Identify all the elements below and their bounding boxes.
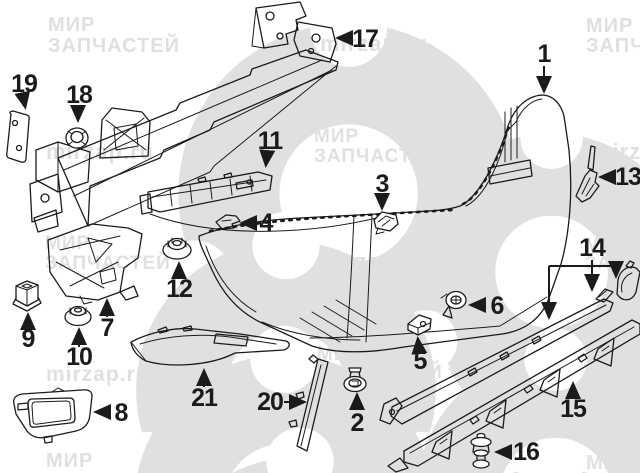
watermark-brand-text: МИР [46,450,93,472]
callout-17-label: 17 [352,25,378,53]
part-3-bracket [373,211,399,235]
callout-18: 18 [66,81,94,123]
callout-21: 21 [191,368,219,412]
callout-7: 7 [99,298,115,342]
part-8-trim-bezel [13,387,93,444]
watermark-site-text: mirzap.ru [46,363,150,386]
callout-5-arrow [411,336,428,355]
callout-14: 14 [541,234,624,320]
watermark-brand-text: МИР [586,452,633,473]
callout-21-label: 21 [191,384,218,412]
callout-19-label: 19 [11,70,37,98]
part-9-grommet [12,280,42,312]
callout-4-label: 4 [260,209,274,237]
callout-18-label: 18 [66,81,93,109]
callout-12-label: 12 [166,275,192,303]
callout-19-arrow [14,90,31,110]
callout-2-label: 2 [351,409,364,437]
callout-20-label: 20 [257,388,283,416]
part-5-sensor [407,314,432,336]
watermark-brand-text: МИР [585,235,628,255]
callout-5-label: 5 [414,347,428,375]
watermark-site-text: mirzap.ru [318,249,426,274]
watermark-brand-text: ЗАПЧАСТЕЙ [48,33,180,57]
watermark-brand-text: МИР [48,14,95,36]
part-2-clip [343,367,367,393]
watermark-site-text: mirzap.ru [592,139,640,164]
callout-9-label: 9 [22,325,35,353]
callout-3-label: 3 [376,170,389,198]
callout-14-bracket [548,260,617,316]
callout-12: 12 [166,261,193,303]
callout-4: 4 [239,209,275,237]
callout-15: 15 [560,381,588,423]
watermark-brand-text: ЗАПЧАСТЕЙ [586,33,640,57]
part-1-bumper-cover [198,94,572,353]
part-15-diffuser [387,319,640,473]
part-16-push-pin [470,432,492,469]
callout-19: 19 [11,70,38,110]
callout-2: 2 [349,392,365,437]
callout-1-label: 1 [538,40,552,68]
callout-5: 5 [411,336,429,375]
part-12-nut [162,237,192,260]
callout-layer: 1 2 3 4 5 6 7 8 [11,25,640,466]
callout-16-label: 16 [513,438,539,466]
part-17-impact-bar [29,1,339,233]
callout-16: 16 [494,438,540,466]
watermark-brand-text: МИР [586,15,633,37]
callout-11-arrow [259,149,276,168]
callout-20: 20 [257,388,307,416]
callout-17: 17 [335,25,379,53]
part-19-plate [6,110,30,163]
part-7-side-bracket [47,223,143,305]
callout-11: 11 [258,127,284,168]
part-6-push-pin [440,290,467,319]
watermark-brand-text: ЗАПЧАСТЕЙ [314,145,440,167]
watermark-brand-text: МИР [45,233,90,254]
callout-10: 10 [66,327,93,371]
callout-8-label: 8 [115,399,129,427]
callout-13: 13 [598,163,640,191]
callout-13-label: 13 [615,163,640,191]
callout-6: 6 [468,292,505,320]
watermark-brand-text: МИР [314,126,359,147]
part-13-guide-bracket [575,145,600,203]
callout-11-label: 11 [258,127,284,155]
callout-9: 9 [20,312,36,353]
callout-7-label: 7 [101,314,114,342]
watermark-layer: МИР ЗАПЧАСТЕЙ МИР ЗАПЧАСТЕЙ mirzap.ru mi… [45,0,640,473]
watermark-brand-text: ЗАПЧАСТЕЙ [45,252,171,274]
part-21-trim-strip [130,325,290,366]
callout-3: 3 [374,170,390,211]
parts-line-art [6,1,640,473]
callout-14-label: 14 [579,234,606,262]
part-18-nut [65,127,89,149]
callout-10-label: 10 [66,343,92,371]
callout-6-label: 6 [491,292,504,320]
callout-1: 1 [536,40,553,94]
callout-8: 8 [93,399,130,427]
part-10-nut [64,305,92,327]
callout-15-label: 15 [560,395,587,423]
